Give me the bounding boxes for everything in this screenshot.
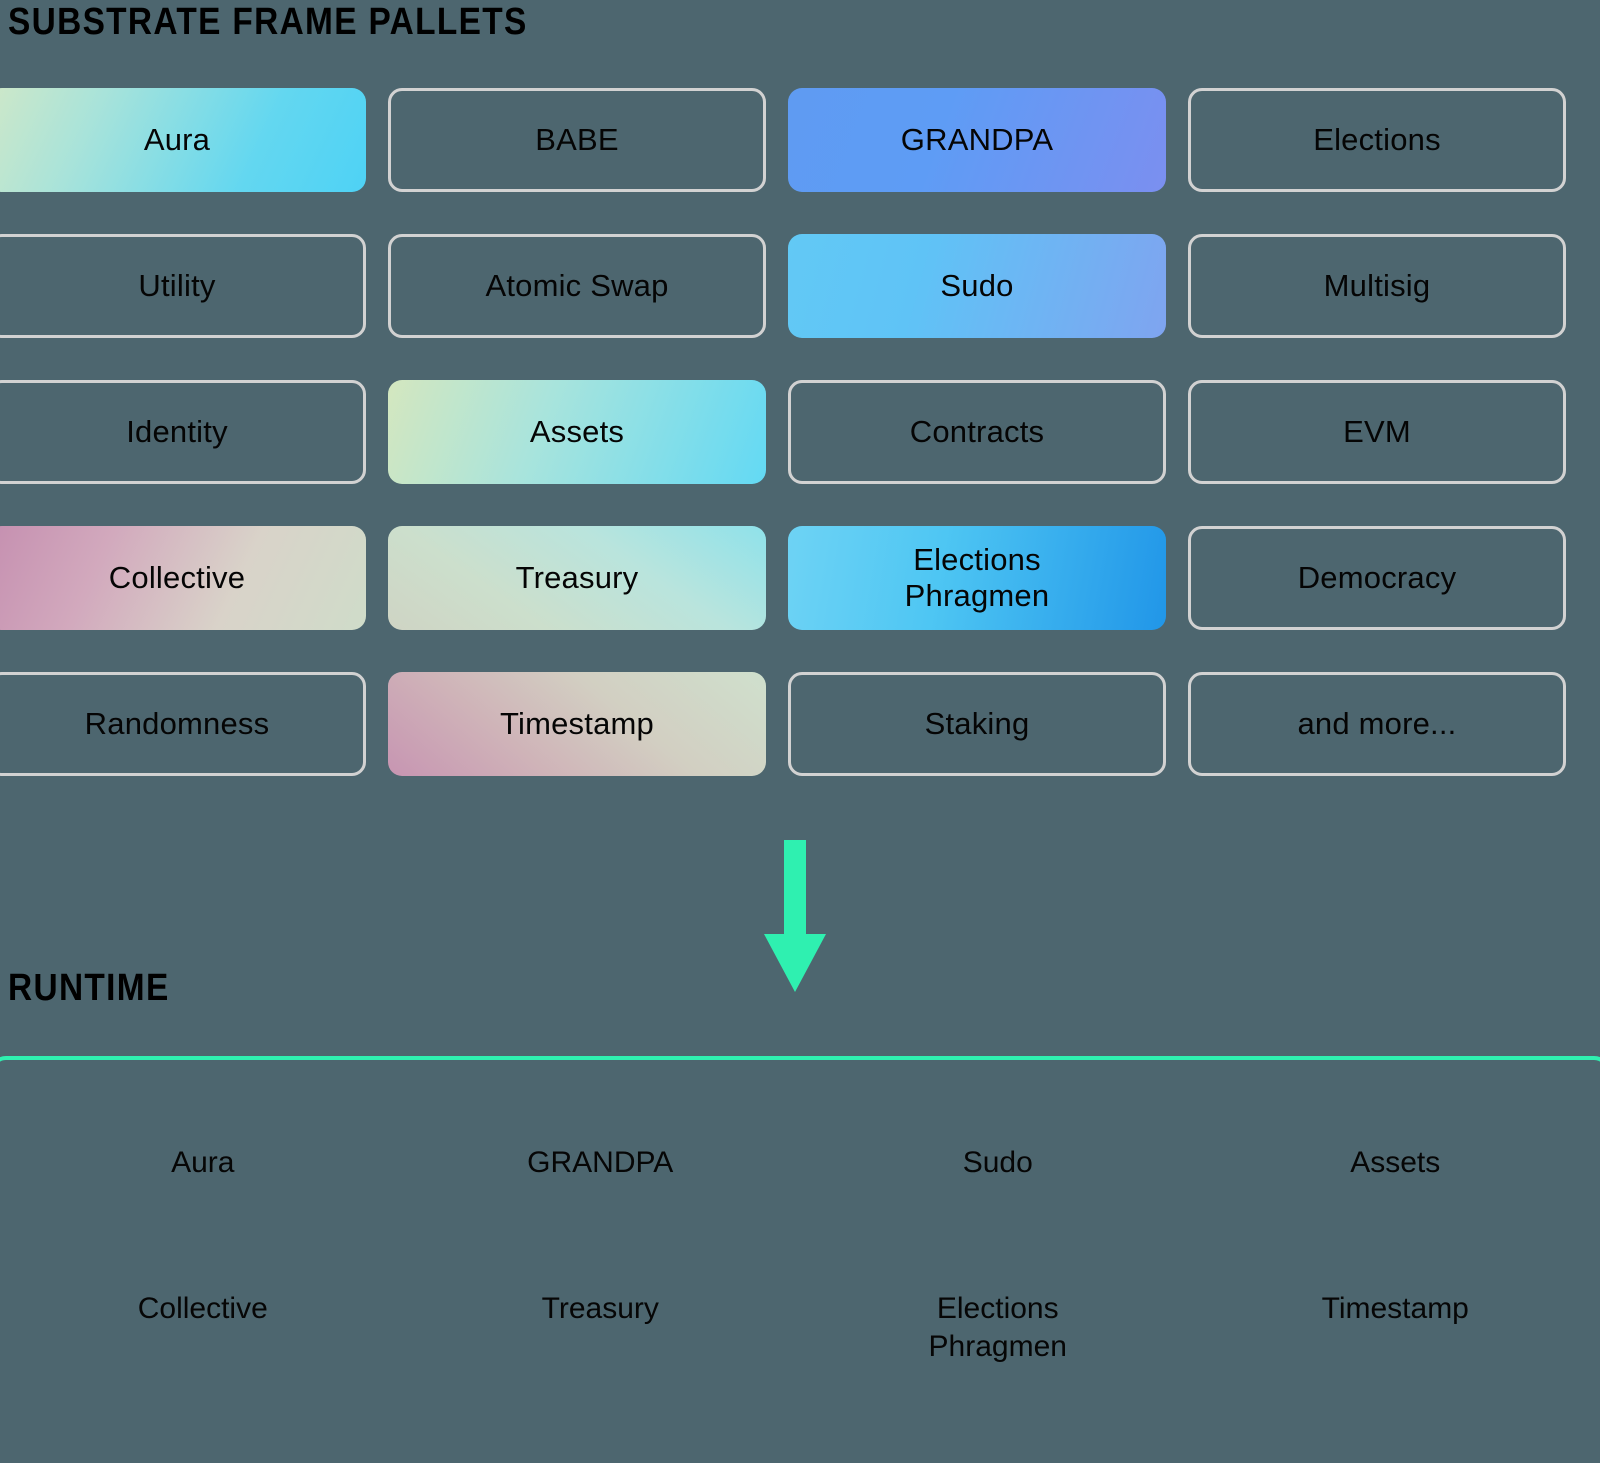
- pallet-label: Utility: [138, 268, 216, 303]
- pallet-label: GRANDPA: [900, 122, 1054, 157]
- pallet-label: and more...: [1297, 706, 1457, 741]
- pallet-card[interactable]: Atomic Swap: [388, 234, 766, 338]
- pallet-card[interactable]: EVM: [1188, 380, 1566, 484]
- pallet-card[interactable]: and more...: [1188, 672, 1566, 776]
- runtime-item-label: Collective: [137, 1292, 268, 1325]
- pallet-label: Staking: [924, 706, 1030, 741]
- pallet-label: Aura: [143, 122, 211, 157]
- pallet-label: Identity: [126, 414, 228, 449]
- runtime-item-label: GRANDPA: [527, 1146, 674, 1179]
- pallet-card[interactable]: Elections: [1188, 88, 1566, 192]
- arrow-shape: [764, 840, 826, 992]
- pallet-card[interactable]: Randomness: [0, 672, 366, 776]
- arrow-down-svg: [764, 840, 826, 992]
- pallet-label: Elections: [1313, 122, 1441, 157]
- pallet-label: Collective: [108, 560, 246, 595]
- pallet-label: Timestamp: [500, 706, 654, 741]
- runtime-item: Treasury: [402, 1266, 800, 1396]
- pallet-card[interactable]: Multisig: [1188, 234, 1566, 338]
- runtime-item-label: Sudo: [962, 1146, 1033, 1179]
- pallet-label: Randomness: [84, 706, 270, 741]
- runtime-item: GRANDPA: [402, 1130, 800, 1260]
- arrow-down-icon: [740, 840, 850, 998]
- pallet-card[interactable]: Treasury: [388, 526, 766, 630]
- pallet-card[interactable]: Timestamp: [388, 672, 766, 776]
- pallet-card[interactable]: Democracy: [1188, 526, 1566, 630]
- runtime-item: Sudo: [799, 1130, 1197, 1260]
- pallet-label: Assets: [529, 414, 625, 449]
- pallet-card[interactable]: Utility: [0, 234, 366, 338]
- pallet-card[interactable]: Assets: [388, 380, 766, 484]
- page-title-pallets: SUBSTRATE FRAME PALLETS: [8, 1, 528, 43]
- runtime-item-label: Treasury: [541, 1292, 659, 1325]
- pallet-label: Democracy: [1297, 560, 1457, 595]
- runtime-item: Assets: [1197, 1130, 1595, 1260]
- pallet-card[interactable]: BABE: [388, 88, 766, 192]
- pallet-label: EVM: [1343, 414, 1411, 449]
- runtime-item-label: Aura: [171, 1146, 235, 1179]
- pallet-card[interactable]: GRANDPA: [788, 88, 1166, 192]
- pallet-label: Contracts: [909, 414, 1045, 449]
- runtime-item: Aura: [4, 1130, 402, 1260]
- pallet-label: Atomic Swap: [485, 268, 669, 303]
- pallet-label: BABE: [535, 122, 619, 157]
- pallet-card[interactable]: Contracts: [788, 380, 1166, 484]
- runtime-item: Timestamp: [1197, 1266, 1595, 1396]
- pallet-card[interactable]: Staking: [788, 672, 1166, 776]
- pallet-label: Treasury: [515, 560, 639, 595]
- pallet-label: Sudo: [940, 268, 1014, 303]
- runtime-item: Collective: [4, 1266, 402, 1396]
- runtime-item-label: Assets: [1350, 1146, 1441, 1179]
- pallet-card[interactable]: Collective: [0, 526, 366, 630]
- page-title-runtime: RUNTIME: [8, 967, 170, 1009]
- pallet-card[interactable]: Sudo: [788, 234, 1166, 338]
- pallet-label: Multisig: [1323, 268, 1431, 303]
- pallet-card[interactable]: Aura: [0, 88, 366, 192]
- pallet-card[interactable]: Identity: [0, 380, 366, 484]
- runtime-item-label: Timestamp: [1321, 1292, 1469, 1325]
